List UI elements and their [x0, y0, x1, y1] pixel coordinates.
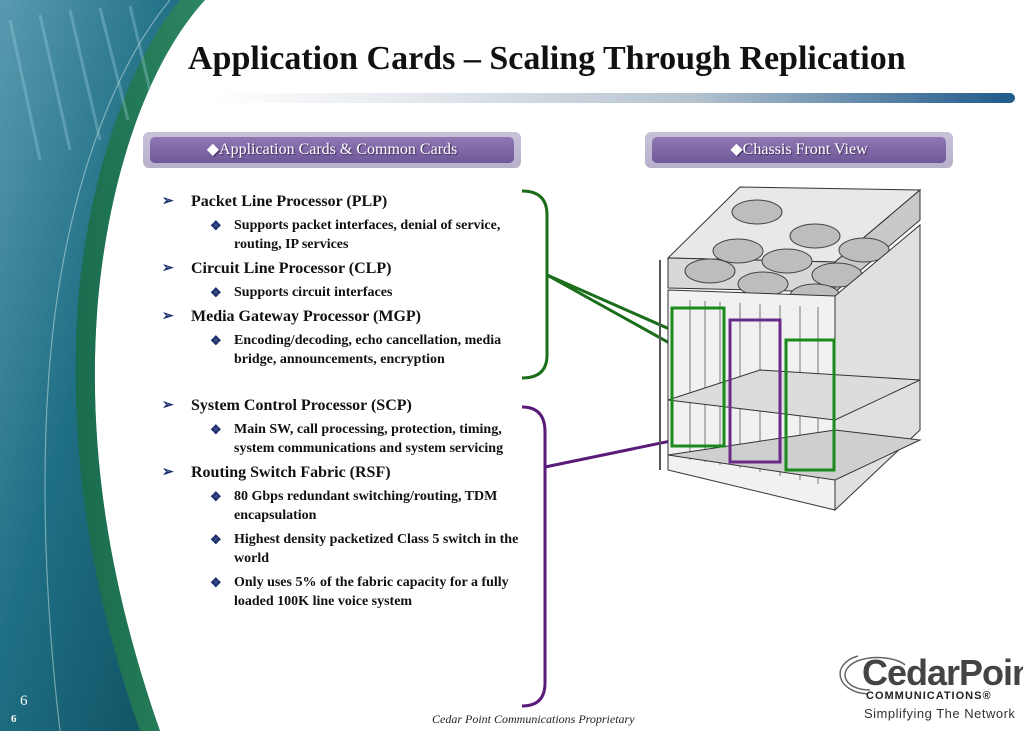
list-item-label: Media Gateway Processor (MGP) [191, 308, 422, 325]
list-item-rsf: ➢ Routing Switch Fabric (RSF) [162, 463, 542, 483]
list-item-plp: ➢ Packet Line Processor (PLP) [162, 192, 542, 212]
sub-item: ❖ Encoding/decoding, echo cancellation, … [162, 331, 542, 369]
diamond-bullet-icon: ❖ [210, 532, 222, 547]
sub-item: ❖ Supports packet interfaces, denial of … [162, 216, 542, 254]
diamond-bullet-icon: ❖ [210, 422, 222, 437]
list-item-label: Circuit Line Processor (CLP) [191, 260, 392, 277]
sub-item: ❖ Main SW, call processing, protection, … [162, 420, 542, 458]
card-list: ➢ Packet Line Processor (PLP) ❖ Supports… [162, 192, 542, 616]
sub-item: ❖ Highest density packetized Class 5 swi… [162, 530, 542, 568]
list-item-label: System Control Processor (SCP) [191, 397, 412, 414]
diamond-bullet-icon: ❖ [210, 575, 222, 590]
arrow-bullet-icon: ➢ [162, 398, 174, 413]
arrow-bullet-icon: ➢ [162, 261, 174, 276]
arrow-bullet-icon: ➢ [162, 465, 174, 480]
logo-swirl-graphic [839, 655, 906, 695]
list-item-label: Packet Line Processor (PLP) [191, 193, 388, 210]
arrow-bullet-icon: ➢ [162, 194, 174, 209]
list-item-clp: ➢ Circuit Line Processor (CLP) [162, 259, 542, 279]
page-number-small: 6 [11, 713, 17, 725]
sub-item-text: Supports packet interfaces, denial of se… [234, 218, 501, 252]
sub-item-text: Encoding/decoding, echo cancellation, me… [234, 333, 502, 367]
sub-item-text: Highest density packetized Class 5 switc… [234, 532, 519, 566]
title-underline [210, 93, 1015, 103]
logo-tagline: Simplifying The Network [864, 706, 1016, 721]
diamond-bullet-icon: ❖ [210, 285, 222, 300]
diamond-bullet-icon: ❖ [210, 333, 222, 348]
logo-subtitle: COMMUNICATIONS® [866, 690, 992, 702]
page-number: 6 [20, 693, 28, 709]
sub-item: ❖ Supports circuit interfaces [162, 283, 542, 302]
header-application-cards-label: ◆Application Cards & Common Cards [150, 137, 514, 163]
header-chassis-front-view-label: ◆Chassis Front View [652, 137, 946, 163]
slide-title: Application Cards – Scaling Through Repl… [188, 40, 906, 77]
header-chassis-front-view: ◆Chassis Front View [645, 132, 953, 168]
footer-proprietary: Cedar Point Communications Proprietary [432, 712, 635, 726]
list-item-scp: ➢ System Control Processor (SCP) [162, 396, 542, 416]
sub-item: ❖ Only uses 5% of the fabric capacity fo… [162, 573, 542, 611]
arrow-bullet-icon: ➢ [162, 309, 174, 324]
sub-item-text: Only uses 5% of the fabric capacity for … [234, 575, 509, 609]
list-item-label: Routing Switch Fabric (RSF) [191, 464, 391, 481]
diamond-bullet-icon: ❖ [210, 489, 222, 504]
header-application-cards: ◆Application Cards & Common Cards [143, 132, 521, 168]
sub-item-text: Main SW, call processing, protection, ti… [234, 422, 504, 456]
chassis-illustration [659, 186, 922, 512]
diamond-bullet-icon: ❖ [210, 218, 222, 233]
sub-item: ❖ 80 Gbps redundant switching/routing, T… [162, 487, 542, 525]
list-item-mgp: ➢ Media Gateway Processor (MGP) [162, 307, 542, 327]
sub-item-text: Supports circuit interfaces [234, 285, 393, 300]
sub-item-text: 80 Gbps redundant switching/routing, TDM… [234, 489, 498, 523]
side-panel-graphic [0, 0, 205, 731]
